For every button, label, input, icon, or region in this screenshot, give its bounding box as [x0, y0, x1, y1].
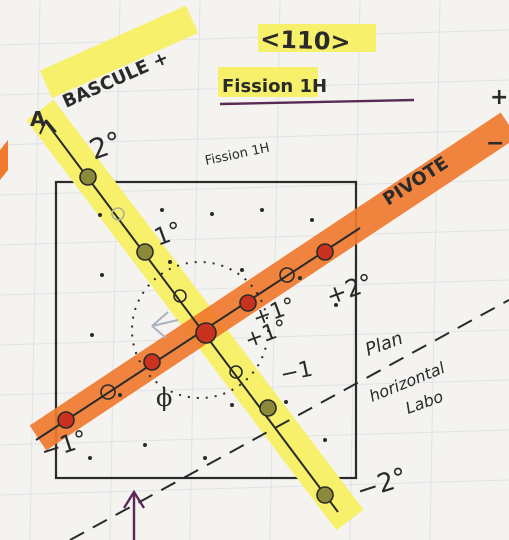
phi-symbol: ϕ	[156, 384, 172, 412]
tilt-axis-markers	[79, 168, 334, 504]
tilt-arrow-letter: A	[30, 107, 46, 131]
pivot-axis-markers	[57, 243, 334, 429]
pivot-axis-highlight	[29, 112, 509, 451]
title-direction: <110>	[260, 25, 351, 56]
pivot-plus: +	[490, 85, 508, 110]
title-highlight-direction	[258, 24, 376, 52]
sample-square	[54, 180, 358, 480]
pivot-minus: −	[486, 131, 504, 156]
title-small: Fission 1H	[204, 141, 271, 169]
bottom-purple-arrow	[122, 489, 146, 540]
scatter-dots	[88, 208, 338, 460]
dotted-circle	[131, 261, 269, 399]
title-highlight-main	[218, 67, 318, 97]
pivot-angle-2: +2°	[322, 268, 376, 311]
lab-horizontal-plane-line	[69, 299, 509, 540]
tilt-angle-minus1: −1	[278, 357, 315, 388]
tilt-axis-line	[45, 121, 339, 513]
title-main: Fission 1H	[222, 76, 327, 97]
tilt-angle-bottom: −2°	[353, 462, 411, 506]
tilt-arrow-head	[39, 119, 57, 135]
title-underline	[219, 98, 415, 106]
note-line-3: Labo	[403, 387, 446, 418]
note-line-1: Plan	[363, 328, 406, 361]
orange-edge-mark	[0, 140, 8, 180]
tilt-label-highlight	[39, 5, 199, 98]
circle-inner-arrow	[151, 311, 179, 339]
